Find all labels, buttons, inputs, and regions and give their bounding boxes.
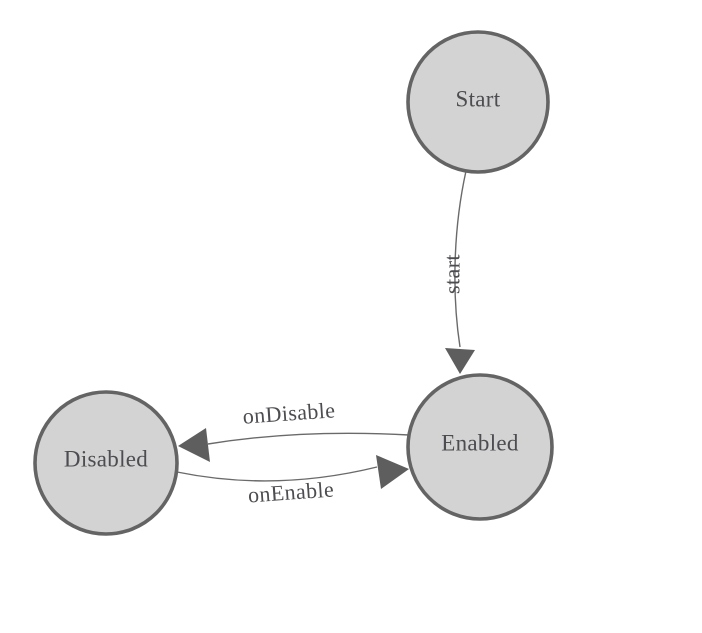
arrowhead-left-icon — [178, 428, 210, 462]
edge-disabled-to-enabled: onEnable — [176, 455, 409, 508]
arrowhead-down-icon — [445, 348, 475, 374]
state-node-start[interactable]: Start — [406, 30, 550, 174]
node-circle-enabled — [406, 373, 554, 521]
edge-label-onenable: onEnable — [247, 477, 335, 508]
state-node-enabled[interactable]: Enabled — [406, 373, 554, 521]
state-node-disabled[interactable]: Disabled — [33, 390, 179, 536]
edge-path-ondisable — [207, 432, 410, 445]
node-label-disabled: Disabled — [64, 447, 148, 472]
node-circle-disabled — [33, 390, 179, 536]
edge-path-onenable — [176, 466, 378, 482]
edge-label-ondisable: onDisable — [242, 397, 336, 428]
edge-label-start: start — [440, 254, 465, 294]
arrowhead-right-icon — [376, 455, 409, 489]
node-label-enabled: Enabled — [441, 431, 519, 456]
edge-start-to-enabled: start — [440, 170, 475, 374]
edge-enabled-to-disabled: onDisable — [178, 397, 410, 462]
edge-path-start — [454, 170, 467, 348]
node-label-start: Start — [456, 87, 501, 112]
node-circle-start — [406, 30, 550, 174]
